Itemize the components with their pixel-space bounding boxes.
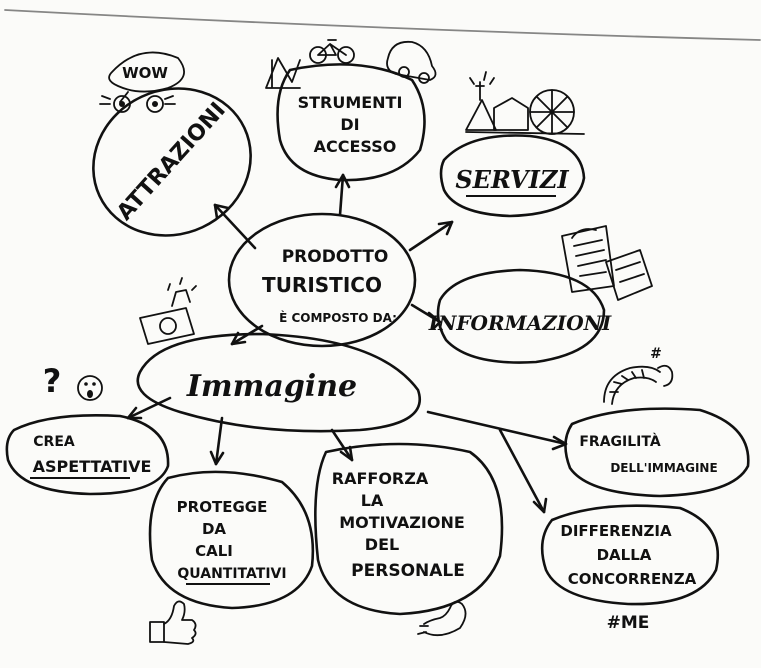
protegge-label-line3: CALI [195, 542, 233, 560]
differenzia-label-line3: CONCORRENZA [568, 570, 697, 588]
rafforza-label-line4: DEL [365, 535, 399, 554]
paper-edge [4, 9, 761, 41]
fragilita-bubble [564, 407, 750, 498]
center-title-line1: PRODOTTO [282, 247, 389, 267]
center-title-line2: TURISTICO [262, 273, 382, 297]
protegge-label-line1: PROTEGGE [177, 498, 268, 516]
rafforza-label-line3: MOTIVAZIONE [339, 513, 465, 532]
differenzia-bubble [540, 504, 720, 606]
hashtag-symbol: # [650, 346, 662, 362]
fragilita-label-line2: DELL'IMMAGINE [610, 461, 717, 475]
fragilita-label-line1: FRAGILITÀ [579, 433, 660, 450]
broken-chain-icon: # [603, 346, 674, 405]
protegge-label-line2: DA [202, 520, 226, 538]
brochure-icons [561, 225, 653, 301]
services-icons [465, 71, 585, 135]
crea-label-line1: CREA [33, 434, 75, 450]
hashtag-me: #ME [607, 613, 650, 633]
informazioni-bubble [436, 268, 606, 364]
strumenti-label-line3: ACCESSO [314, 137, 397, 156]
strumenti-bubble [276, 63, 426, 182]
servizi-label: SERVIZI [455, 165, 569, 194]
question-mark: ? [43, 362, 62, 400]
strumenti-label-line2: DI [340, 115, 359, 134]
immagine-arrows [126, 396, 568, 514]
crea-bubble [5, 413, 170, 496]
protegge-bubble [148, 470, 315, 610]
rafforza-label-line5: PERSONALE [351, 561, 465, 581]
wow-text: WOW [122, 64, 168, 82]
immagine-label: Immagine [186, 369, 357, 404]
strumenti-label-line1: STRUMENTI [298, 93, 403, 112]
immagine-bubble [136, 332, 421, 433]
camera-icon [139, 277, 197, 345]
center-node-bubble [227, 212, 417, 348]
protegge-label-line4: QUANTITATIVI [177, 566, 286, 582]
cable-car-icon [265, 57, 301, 89]
differenzia-label-line2: DALLA [597, 546, 652, 564]
document-icon [561, 225, 615, 293]
servizi-bubble [439, 134, 586, 218]
question-doodle: ? [43, 362, 103, 401]
differenzia-label-line1: DIFFERENZIA [560, 522, 672, 540]
center-subtitle: È COMPOSTO DA: [279, 310, 397, 325]
car-icon [386, 40, 437, 81]
thumbs-up-icon [149, 600, 197, 645]
rafforza-label-line1: RAFFORZA [332, 469, 429, 488]
attrazioni-label: ATTRAZIONI [112, 98, 230, 226]
surprised-face-icon [77, 375, 103, 401]
house-icon [493, 97, 529, 131]
wow-eyes-doodle: WOW [99, 51, 185, 113]
informazioni-label: INFORMAZIONI [428, 311, 612, 335]
rafforza-bubble [314, 442, 504, 616]
attrazioni-bubble [92, 87, 252, 237]
crea-label-line2: ASPETTATIVE [33, 457, 152, 476]
flexing-arm-icon [417, 600, 467, 637]
transport-icons [265, 39, 437, 89]
church-icon [465, 81, 497, 131]
rafforza-label-line2: LA [361, 491, 384, 510]
brochure-icon [605, 249, 653, 301]
